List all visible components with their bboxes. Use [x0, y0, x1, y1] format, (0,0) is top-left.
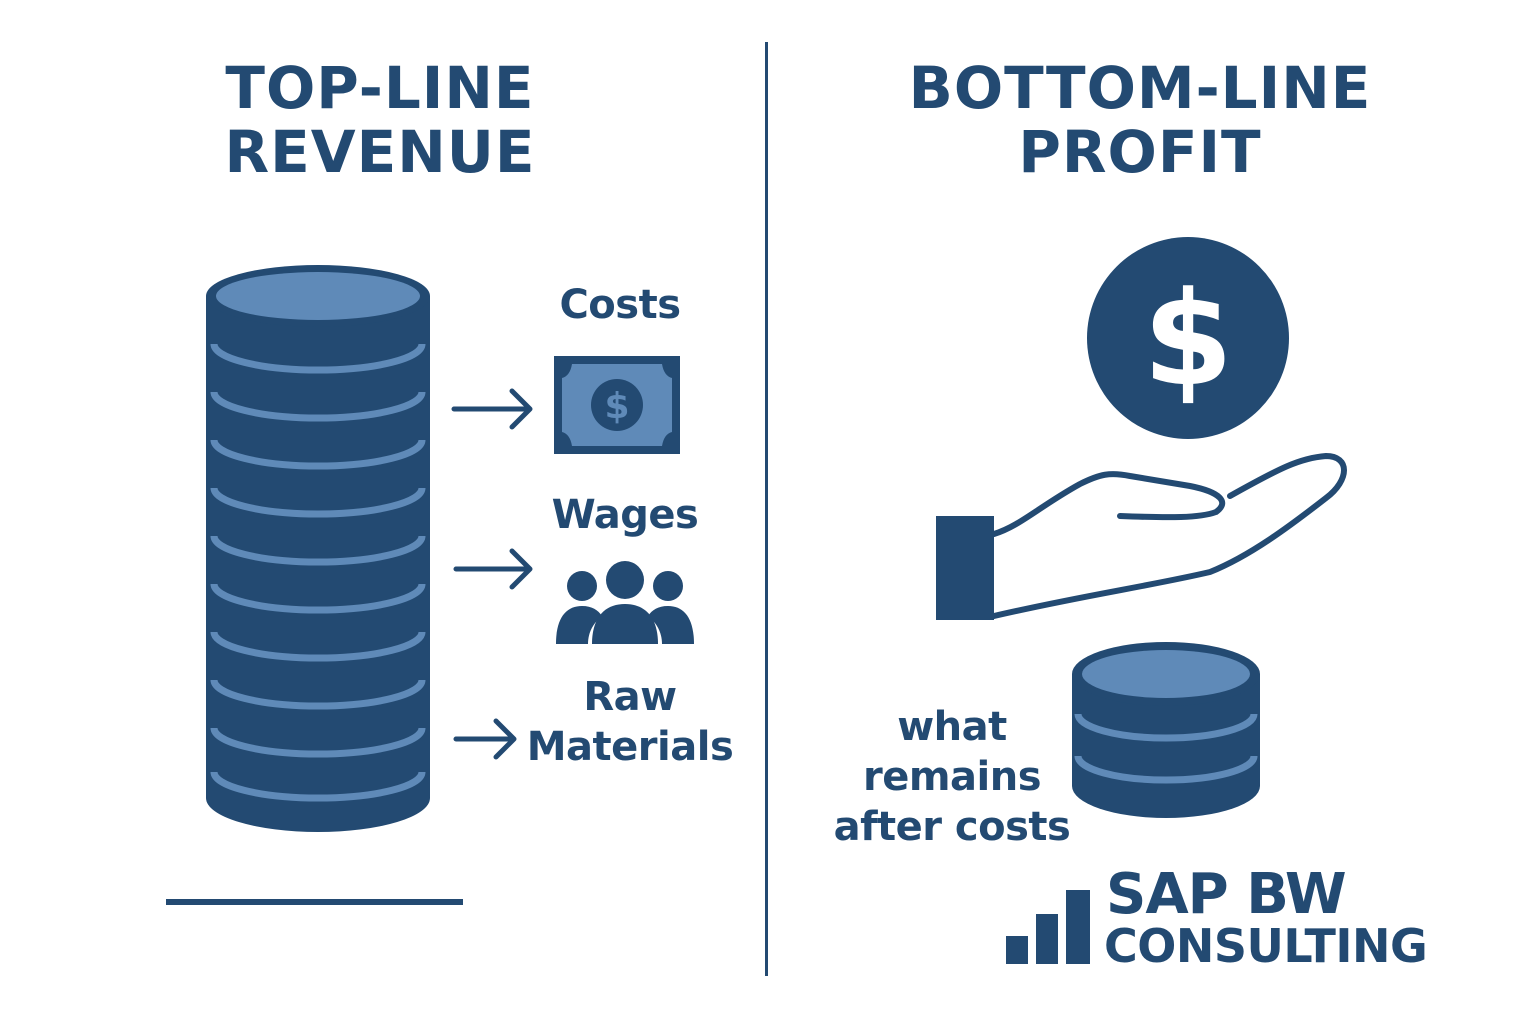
caption-line1: what	[897, 704, 1007, 750]
right-heading-line2: PROFIT	[1018, 118, 1262, 186]
raw-label-line1: Raw	[583, 674, 677, 720]
caption-line3: after costs	[833, 804, 1071, 850]
dollar-coin-icon: $	[1087, 237, 1289, 439]
arrow-right-icon	[453, 718, 517, 760]
logo-subtitle: CONSULTING	[1104, 919, 1428, 973]
right-heading: BOTTOM-LINE PROFIT	[880, 56, 1400, 184]
revenue-coin-stack-icon	[206, 265, 430, 832]
right-heading-line1: BOTTOM-LINE	[908, 54, 1372, 122]
raw-label-line2: Materials	[526, 724, 734, 770]
open-hand-icon	[936, 453, 1347, 620]
raw-materials-label: Raw Materials	[515, 672, 745, 772]
wages-label: Wages	[551, 492, 699, 538]
caption-line2: remains	[862, 754, 1042, 800]
baseline-rule	[166, 899, 463, 905]
left-heading-line1: TOP-LINE	[225, 54, 535, 122]
left-heading: TOP-LINE REVENUE	[150, 56, 610, 184]
people-icon	[556, 561, 694, 644]
arrow-right-icon	[451, 388, 533, 430]
profit-caption: what remains after costs	[822, 702, 1082, 852]
logo-title: SAP BW	[1106, 862, 1347, 927]
banknote-icon: $	[554, 356, 680, 454]
arrow-right-icon	[453, 548, 533, 590]
costs-label: Costs	[559, 282, 681, 328]
profit-coin-stack-icon	[1072, 642, 1260, 818]
svg-text:$: $	[604, 386, 629, 427]
bar-chart-icon	[1006, 890, 1090, 964]
left-heading-line2: REVENUE	[224, 118, 536, 186]
center-divider	[765, 42, 768, 976]
svg-text:$: $	[1143, 263, 1233, 415]
